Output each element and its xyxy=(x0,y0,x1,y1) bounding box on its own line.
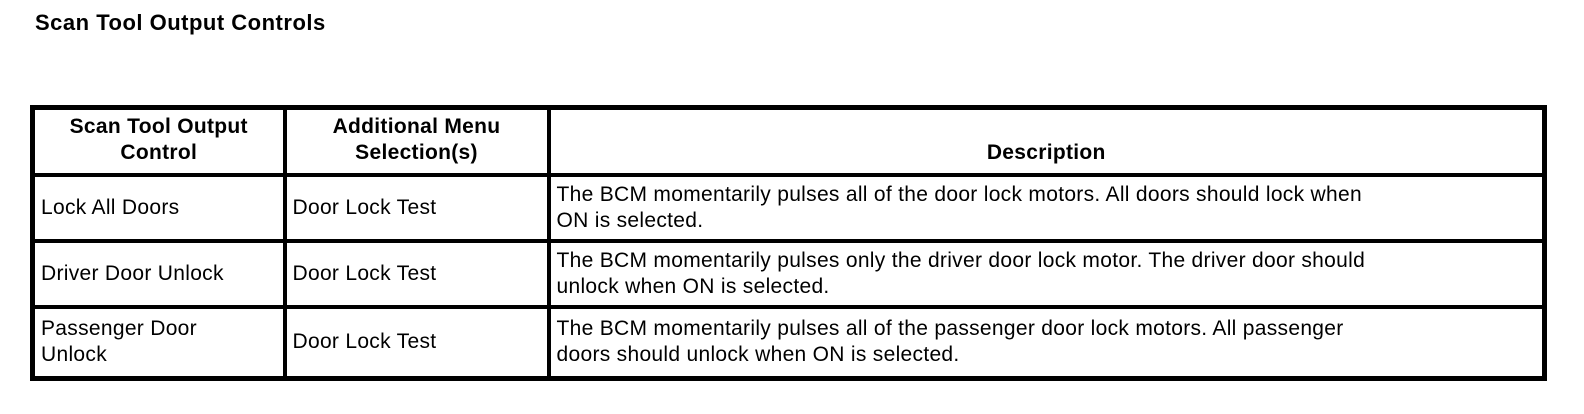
column-header-additional-menu-selections: Additional Menu Selection(s) xyxy=(282,105,551,177)
column-header-description: Description xyxy=(546,105,1547,177)
cell-control: Lock All Doors xyxy=(30,173,287,243)
cell-menu-selection: Door Lock Test xyxy=(282,239,551,309)
cell-description: The BCM momentarily pulses all of the pa… xyxy=(546,305,1547,380)
table-row-passenger-door-unlock: Passenger Door Unlock Door Lock Test The… xyxy=(30,305,1547,380)
table-header-row: Scan Tool Output Control Additional Menu… xyxy=(30,105,1547,177)
cell-description: The BCM momentarily pulses only the driv… xyxy=(546,239,1547,309)
cell-menu-selection: Door Lock Test xyxy=(282,173,551,243)
cell-control: Passenger Door Unlock xyxy=(30,305,287,380)
table-row-driver-door-unlock: Driver Door Unlock Door Lock Test The BC… xyxy=(30,239,1547,309)
scan-tool-output-controls-table: Scan Tool Output Control Additional Menu… xyxy=(30,105,1547,381)
cell-description: The BCM momentarily pulses all of the do… xyxy=(546,173,1547,243)
page-title: Scan Tool Output Controls xyxy=(35,10,326,35)
cell-menu-selection: Door Lock Test xyxy=(282,305,551,380)
table-row-lock-all-doors: Lock All Doors Door Lock Test The BCM mo… xyxy=(30,173,1547,243)
cell-control: Driver Door Unlock xyxy=(30,239,287,309)
column-header-scan-tool-output-control: Scan Tool Output Control xyxy=(30,105,287,177)
